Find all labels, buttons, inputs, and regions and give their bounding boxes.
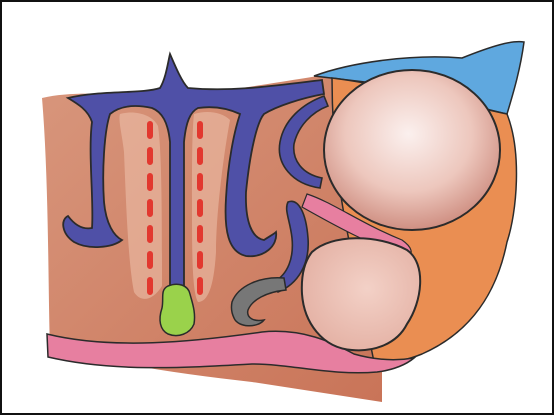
large-sphere: [324, 70, 500, 230]
green-septal-marker: [160, 284, 195, 335]
